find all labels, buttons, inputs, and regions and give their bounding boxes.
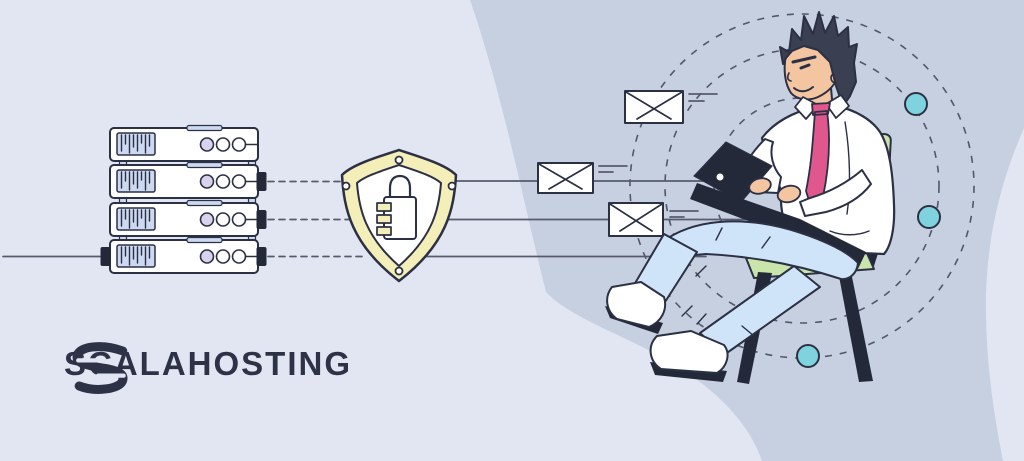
teal-dot-bottom <box>796 344 820 368</box>
face-features <box>786 55 817 93</box>
server-2 <box>109 161 259 199</box>
server-connectors <box>100 172 267 266</box>
connector-left-4 <box>100 247 111 266</box>
chair-leg-right <box>838 271 873 382</box>
teal-dot-right <box>917 205 941 229</box>
connector-right-3 <box>256 210 267 229</box>
server-3 <box>109 199 259 237</box>
server-1 <box>109 124 259 162</box>
security-shield-padlock-icon <box>340 148 458 283</box>
envelope-bottom-lines <box>669 210 699 218</box>
envelope-top-lines <box>688 93 718 102</box>
shoe-back <box>649 330 729 382</box>
connector-right-2 <box>256 172 267 191</box>
envelope-middle <box>537 162 628 194</box>
shirt-folds <box>829 121 870 236</box>
envelope-bottom <box>608 202 699 237</box>
mail-envelopes <box>537 90 718 237</box>
envelope-top <box>624 90 718 124</box>
shirt-collar <box>794 94 850 120</box>
connector-right-4 <box>256 247 267 266</box>
accent-dots <box>796 92 941 368</box>
envelope-middle-lines <box>598 165 628 173</box>
arm-right <box>799 169 872 217</box>
padlock-icon <box>376 174 417 240</box>
hands <box>748 177 802 204</box>
hair <box>779 11 858 107</box>
shield-rivets <box>341 155 457 276</box>
scalahosting-logo-mark <box>72 342 128 394</box>
teal-dot-top <box>904 92 928 116</box>
brand-logo: SCALAHOSTING <box>64 341 352 394</box>
shoe-front <box>605 281 667 334</box>
server-rack <box>100 124 267 274</box>
server-4 <box>109 236 259 274</box>
laptop-logo-dot <box>716 173 724 181</box>
pants-creases <box>681 227 771 337</box>
man-typing-on-laptop <box>605 11 896 382</box>
